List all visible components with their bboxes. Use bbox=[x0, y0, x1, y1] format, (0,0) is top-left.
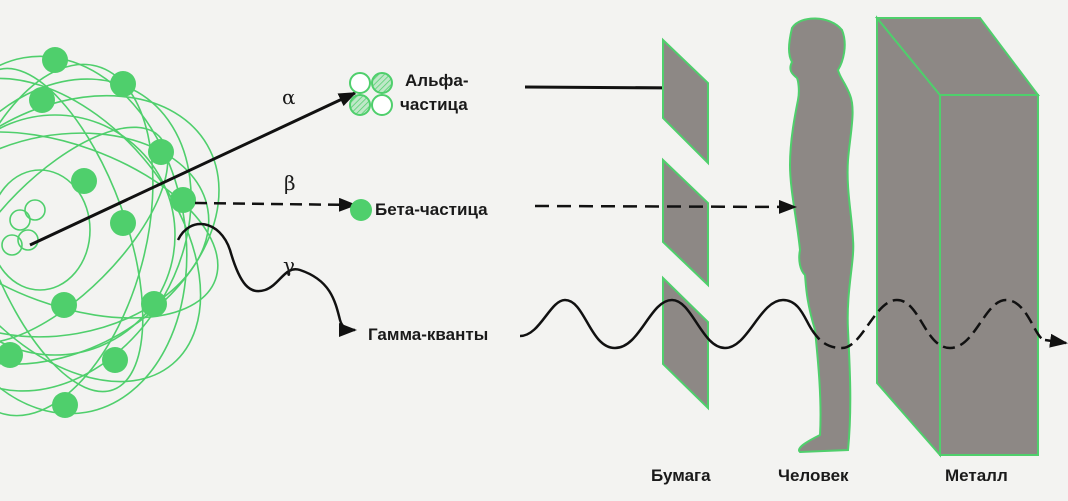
beta-arrow bbox=[194, 197, 357, 212]
alpha-path-arrow bbox=[524, 80, 687, 95]
gamma-arrow bbox=[176, 222, 357, 337]
beta-label: Бета-частица bbox=[375, 200, 488, 219]
paper-sheets bbox=[662, 37, 709, 411]
gamma-wave-dashed bbox=[810, 298, 1046, 350]
beta-particle-icon bbox=[350, 199, 372, 221]
gamma-symbol: γ bbox=[283, 253, 295, 277]
atom-electrons bbox=[0, 47, 196, 418]
beta-symbol: β bbox=[284, 171, 296, 195]
alpha-label-line1: Альфа- bbox=[405, 71, 469, 90]
gamma-wave-arrowhead bbox=[1044, 333, 1068, 348]
alpha-particle-icon bbox=[349, 72, 393, 116]
gamma-label: Гамма-кванты bbox=[368, 325, 488, 344]
human-silhouette bbox=[788, 17, 855, 454]
alpha-label-line2: частица bbox=[400, 95, 468, 114]
alpha-symbol: α bbox=[282, 85, 296, 109]
alpha-arrow bbox=[29, 91, 357, 247]
paper-label: Бумага bbox=[651, 466, 711, 485]
gamma-wave-solid bbox=[519, 298, 814, 350]
metal-label: Металл bbox=[945, 466, 1008, 485]
metal-block bbox=[874, 15, 1041, 458]
human-label: Человек bbox=[778, 466, 849, 485]
